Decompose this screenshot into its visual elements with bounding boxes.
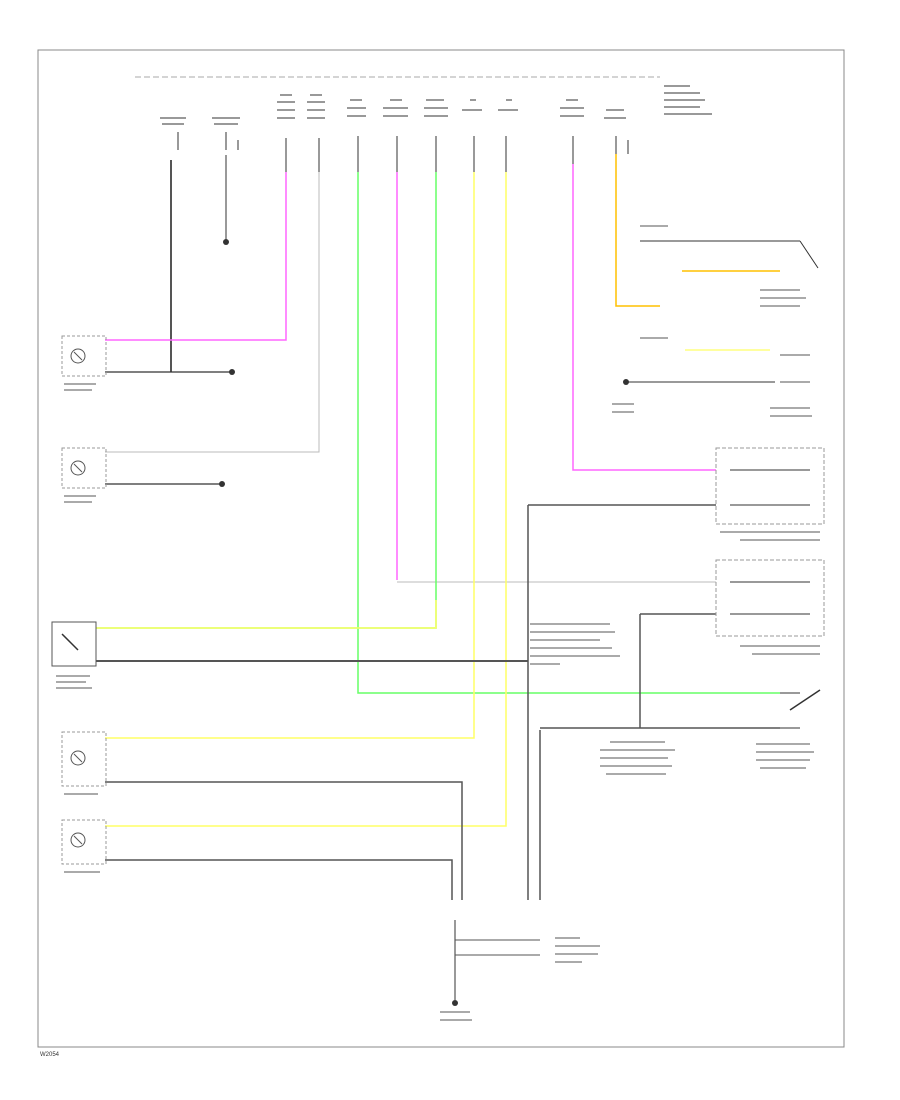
wire-yellow-col7-overlay	[96, 600, 437, 629]
lower-lamp-2	[61, 819, 107, 873]
bottom-right-switch	[756, 689, 821, 769]
wire-orange-col11	[615, 154, 660, 307]
ground-point-left-lamp	[229, 369, 235, 375]
temp-switch-upper	[715, 447, 825, 541]
wire-green-col7	[96, 172, 437, 629]
wire-lightgray-col4	[105, 172, 320, 453]
right-upper-switch-block	[640, 225, 819, 307]
door-switch-left	[51, 621, 97, 689]
right-middle-block	[612, 337, 812, 417]
wire-green-col5	[357, 172, 780, 694]
top-connectors	[160, 94, 629, 172]
lower-lamp-1	[61, 731, 107, 795]
wire-gray-lamp2-return	[105, 859, 453, 900]
ground-point-col2	[223, 239, 229, 245]
temp-switch-lower	[715, 559, 825, 655]
wire-yellow-col9	[105, 172, 507, 827]
wire-gray-lamp1-return	[105, 781, 463, 900]
wire-yellow-col8	[105, 172, 475, 739]
bottom-label-block	[440, 937, 600, 1021]
left-courtesy-lamp	[61, 335, 107, 391]
diagram-frame	[37, 49, 845, 1048]
wire-pink-col10	[572, 164, 716, 471]
ground-point-bottom	[452, 1000, 458, 1006]
footer-code: W2054	[40, 1052, 60, 1058]
wire-pink-col3	[105, 172, 287, 341]
middle-label-block	[530, 623, 620, 665]
lower-middle-label-block	[600, 741, 675, 775]
ground-point-right-lamp	[219, 481, 225, 487]
right-courtesy-lamp	[61, 447, 107, 503]
top-right-label-block	[664, 85, 712, 115]
